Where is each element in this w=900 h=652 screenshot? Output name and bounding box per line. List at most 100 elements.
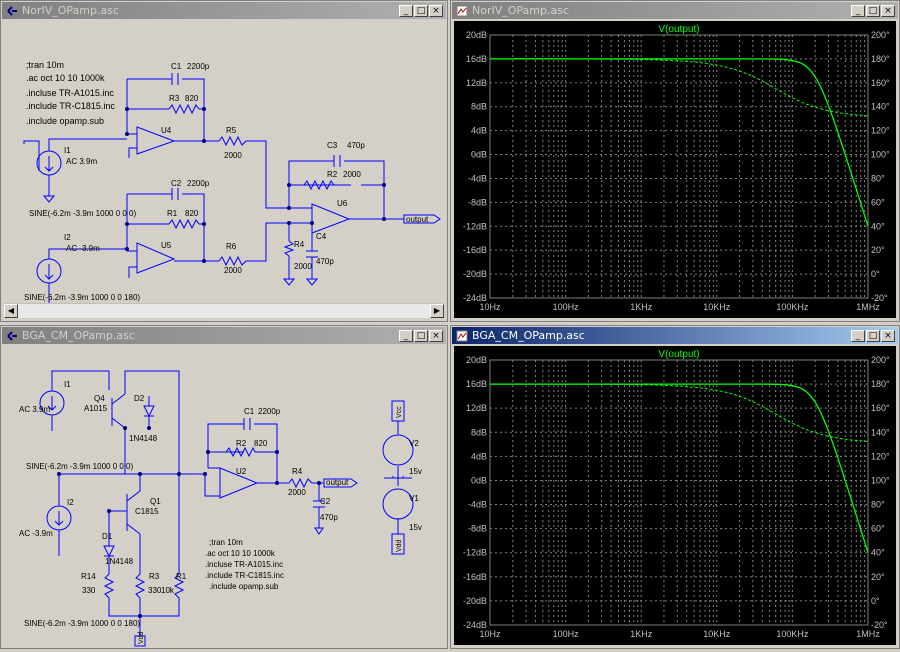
y-tick-label: -20dB	[463, 596, 487, 606]
title-bar[interactable]: BGA_CM_OPamp.asc _□×	[452, 327, 898, 344]
scroll-left-button[interactable]: ◀	[4, 304, 18, 318]
close-button[interactable]: ×	[429, 4, 443, 17]
waveform-icon	[455, 4, 469, 18]
label-i1: I1	[64, 146, 71, 155]
label-c4: C4	[316, 232, 327, 241]
value-q1: C1815	[135, 507, 159, 516]
y-tick-label: -24dB	[463, 620, 487, 630]
value-c2: 470p	[320, 513, 338, 522]
plot-frame	[489, 34, 869, 299]
title-bar[interactable]: NorIV_OPamp.asc _□×	[2, 2, 446, 19]
x-tick-label: 100KHz	[776, 302, 809, 312]
label-i2: I2	[67, 498, 74, 507]
schematic-icon	[5, 4, 19, 18]
schematic-window-noriv[interactable]: NorIV_OPamp.asc _□× ;tran 10m .ac oct 10…	[0, 0, 448, 322]
schematic-drawing: I1 AC 3.9m Q4 A1015 D2 1N4148 C1 2200p R…	[19, 370, 422, 647]
window-title: BGA_CM_OPamp.asc	[22, 329, 135, 342]
value-r5: 2000	[224, 151, 242, 160]
phase-trace	[490, 383, 869, 442]
maximize-button[interactable]: □	[414, 329, 428, 342]
label-v2: V2	[409, 439, 419, 448]
minimize-button[interactable]: _	[851, 4, 865, 17]
value-i1: AC 3.9m	[19, 405, 50, 414]
y2-tick-label: 140°	[871, 102, 890, 112]
value-r1: 820	[185, 209, 199, 218]
y2-tick-label: 160°	[871, 403, 890, 413]
y2-tick-label: 200°	[871, 355, 890, 365]
label-u5: U5	[161, 241, 172, 250]
minimize-button[interactable]: _	[399, 329, 413, 342]
y2-tick-label: 60°	[871, 524, 885, 534]
y2-tick-label: 100°	[871, 475, 890, 485]
label-q1: Q1	[150, 497, 161, 506]
close-button[interactable]: ×	[429, 329, 443, 342]
label-c3: C3	[327, 141, 338, 150]
label-r3: R3	[169, 94, 180, 103]
maximize-button[interactable]: □	[414, 4, 428, 17]
label-r6: R6	[226, 242, 237, 251]
horizontal-scrollbar[interactable]: ◀ ▶	[4, 303, 444, 318]
schematic-canvas[interactable]: ;tran 10m .ac oct 10 10 1000k .incluse T…	[4, 21, 444, 304]
title-bar[interactable]: BGA_CM_OPamp.asc _□×	[2, 327, 446, 344]
minimize-button[interactable]: _	[399, 4, 413, 17]
value-v2: 15v	[409, 467, 422, 476]
y2-tick-label: 20°	[871, 572, 885, 582]
x-tick-label: 100Hz	[553, 302, 580, 312]
label-c2: C2	[171, 179, 182, 188]
source-i1: SINE(-6.2m -3.9m 1000 0 0 0)	[29, 209, 136, 218]
x-tick-label: 10Hz	[479, 302, 501, 312]
maximize-button[interactable]: □	[866, 329, 880, 342]
y-tick-label: -8dB	[468, 197, 487, 207]
close-button[interactable]: ×	[881, 329, 895, 342]
label-v1: V1	[409, 494, 419, 503]
value-d1: 1N4148	[105, 557, 134, 566]
label-vcc: Vcc	[396, 406, 403, 418]
value-r3: 330	[148, 586, 162, 595]
x-tick-label: 1KHz	[630, 629, 653, 639]
y2-tick-label: 160°	[871, 78, 890, 88]
label-r3: R3	[149, 572, 160, 581]
close-button[interactable]: ×	[881, 4, 895, 17]
maximize-button[interactable]: □	[866, 4, 880, 17]
y-tick-label: 20dB	[466, 30, 487, 40]
value-i2: AC -3.9m	[19, 529, 53, 538]
value-c4: 470p	[316, 257, 334, 266]
schematic-window-bga[interactable]: BGA_CM_OPamp.asc _□×	[0, 325, 448, 649]
title-bar[interactable]: NorIV_OPamp.asc _□×	[452, 2, 898, 19]
label-r5: R5	[226, 126, 237, 135]
scroll-right-button[interactable]: ▶	[430, 304, 444, 318]
y-tick-label: -12dB	[463, 548, 487, 558]
label-d1: D1	[102, 532, 113, 541]
y-tick-label: 16dB	[466, 54, 487, 64]
trace-label: V(output)	[658, 24, 699, 35]
waveform-icon	[455, 329, 469, 343]
label-r4: R4	[294, 240, 305, 249]
y2-tick-label: 80°	[871, 500, 885, 510]
y2-tick-label: 20°	[871, 245, 885, 255]
y-tick-label: 20dB	[466, 355, 487, 365]
label-u4: U4	[161, 126, 172, 135]
directive: .incluse TR-A1015.inc	[26, 88, 114, 98]
minimize-button[interactable]: _	[851, 329, 865, 342]
x-tick-label: 10KHz	[703, 302, 731, 312]
value-i2: AC -3.9m	[66, 244, 100, 253]
y-tick-label: -20dB	[463, 269, 487, 279]
y-tick-label: -24dB	[463, 293, 487, 303]
y-tick-label: 12dB	[466, 78, 487, 88]
value-r6: 2000	[224, 266, 242, 275]
label-r2: R2	[327, 170, 338, 179]
plot-frame	[489, 359, 869, 626]
y-tick-label: 16dB	[466, 379, 487, 389]
value-r1: 10k	[161, 586, 175, 595]
schematic-drawing: ;tran 10m .ac oct 10 10 1000k .incluse T…	[23, 60, 441, 303]
schematic-canvas[interactable]: I1 AC 3.9m Q4 A1015 D2 1N4148 C1 2200p R…	[4, 346, 444, 647]
label-output: output	[326, 478, 349, 487]
value-c3: 470p	[347, 141, 365, 150]
label-u6: U6	[337, 199, 348, 208]
